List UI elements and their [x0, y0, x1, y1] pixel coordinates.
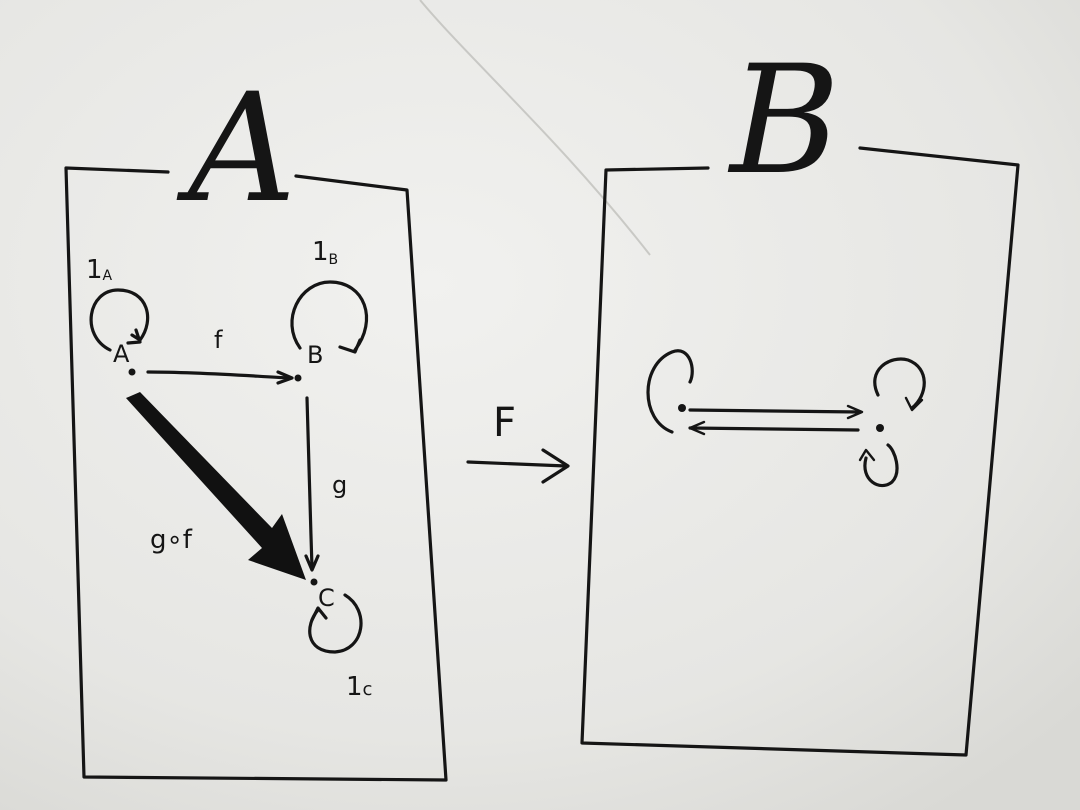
identity-label-a: 1A: [86, 255, 113, 285]
b-object-left-dot: [678, 404, 686, 412]
object-b-label: B: [307, 341, 323, 369]
b-identity-loop-right-top: [873, 357, 926, 410]
category-b-frame: [580, 146, 1020, 757]
object-a-dot: [128, 368, 136, 376]
composite-label: g∘f: [150, 525, 193, 555]
identity-arrowhead-a: [126, 328, 142, 345]
functor-arrowhead: [541, 448, 570, 484]
b-identity-loop-left: [646, 349, 694, 434]
morphism-g-arrowhead: [304, 554, 320, 572]
b-identity-loop-right-bottom: [863, 443, 899, 488]
b-arrow-left-head: [688, 420, 706, 436]
identity-arrowhead-c: [310, 606, 328, 622]
morphism-f-arrow: [146, 370, 292, 380]
category-a-box: A: [64, 62, 448, 782]
identity-loop-b: [290, 280, 369, 352]
object-c-dot: [310, 578, 318, 586]
object-c-label: C: [318, 584, 335, 612]
category-b-box: B: [580, 34, 1020, 757]
b-arrow-left: [688, 426, 860, 432]
morphism-g-arrow: [305, 396, 314, 570]
composite-arrow: [126, 392, 306, 580]
category-a-frame: [64, 166, 448, 782]
object-a-label: A: [113, 340, 130, 368]
b-identity-arrowhead-right-bottom: [858, 448, 876, 462]
identity-loop-a: [89, 288, 150, 352]
b-identity-arrowhead-right-top: [904, 396, 924, 412]
object-b-dot: [294, 374, 302, 382]
morphism-f-arrowhead: [276, 370, 294, 385]
identity-loop-c: [308, 593, 363, 654]
functor-arrow: [466, 460, 568, 468]
identity-arrowhead-b: [338, 338, 362, 354]
b-object-right-dot: [876, 424, 884, 432]
identity-label-b: 1B: [312, 237, 338, 268]
b-arrow-right: [688, 408, 862, 414]
identity-label-c: 1c: [346, 672, 372, 702]
morphism-f-label: f: [214, 326, 223, 354]
functor-label: F: [493, 400, 516, 446]
board-smudge: [419, 0, 651, 256]
b-arrow-right-head: [846, 404, 864, 420]
category-b-title: B: [727, 34, 840, 208]
category-a-title: A: [176, 62, 296, 236]
morphism-g-label: g: [332, 471, 347, 499]
